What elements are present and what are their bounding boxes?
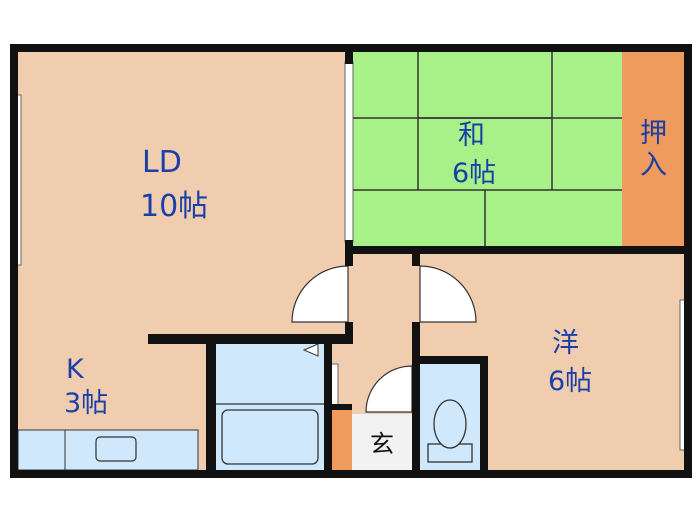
youshitsu-name-label: 洋 xyxy=(552,328,579,359)
tatami-lines xyxy=(352,50,622,248)
toilet-icon xyxy=(427,399,473,463)
genkan-step xyxy=(330,410,352,470)
genkan-label: 玄 xyxy=(370,430,394,458)
youshitsu-size-label: 6帖 xyxy=(548,366,592,397)
oshiire-label-bottom: 入 xyxy=(640,150,667,181)
washitsu-floor xyxy=(352,50,622,248)
door-swings xyxy=(291,265,477,413)
genkan-floor xyxy=(352,414,412,470)
ld-name-label: LD xyxy=(142,145,182,180)
kitchen-name-label: K xyxy=(66,354,85,385)
walls xyxy=(10,44,692,478)
kitchen-size-label: 3帖 xyxy=(64,388,108,419)
folding-door-icon xyxy=(302,343,319,357)
washitsu-size-label: 6帖 xyxy=(452,158,496,189)
ld-size-label: 10帖 xyxy=(140,189,208,224)
oshiire-label-top: 押 xyxy=(640,118,667,149)
oshiire-floor xyxy=(622,50,684,248)
sink-icon xyxy=(95,436,137,462)
washitsu-name-label: 和 xyxy=(458,120,485,151)
bathtub-icon xyxy=(221,409,319,465)
